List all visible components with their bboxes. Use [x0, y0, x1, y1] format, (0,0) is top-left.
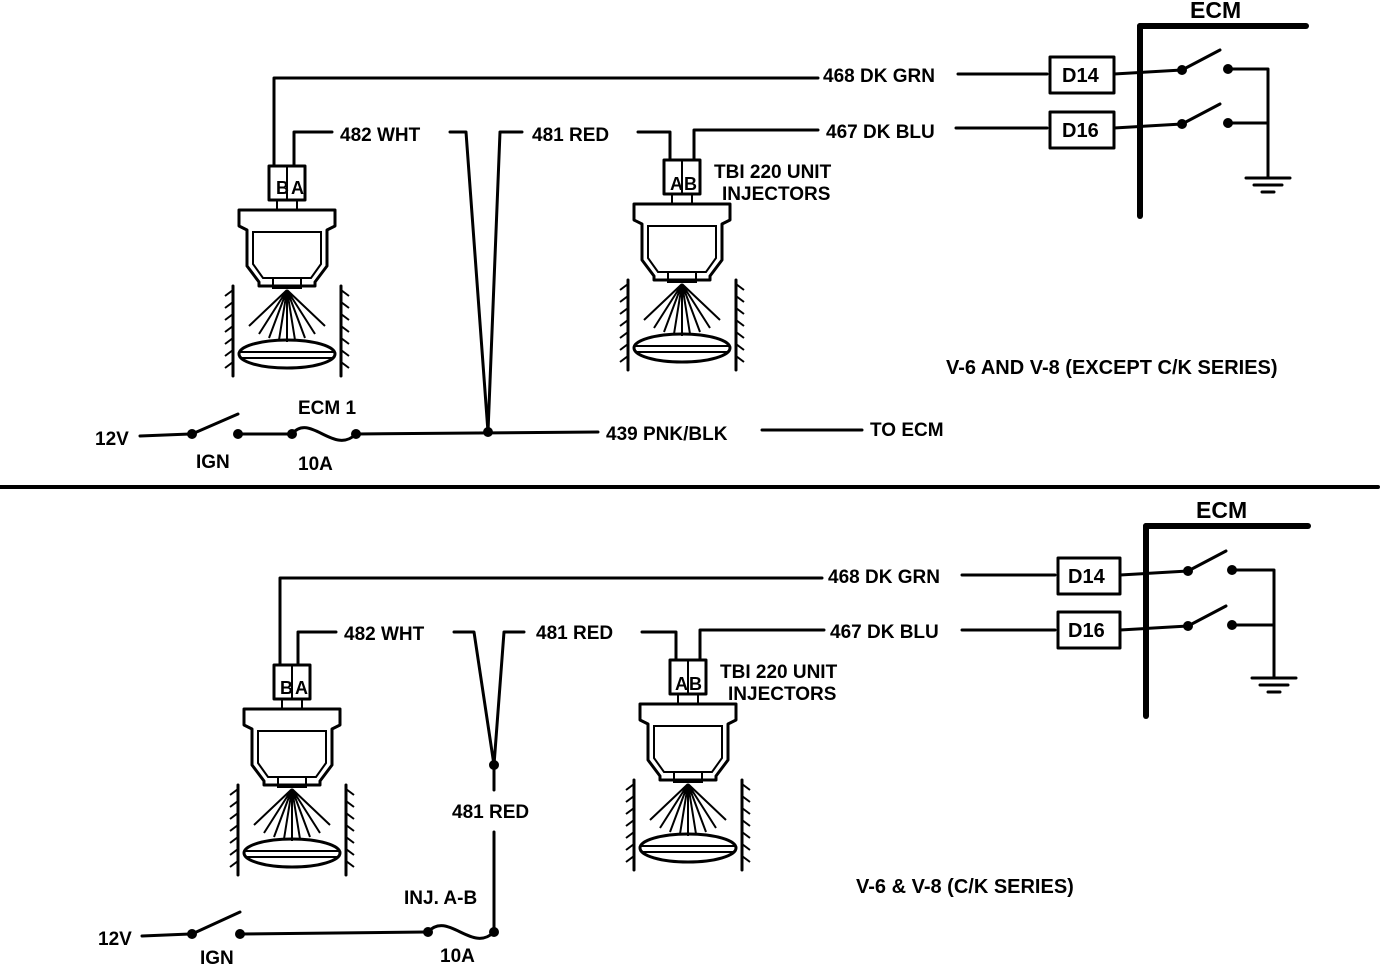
injector-label-line2: INJECTORS	[722, 184, 830, 205]
ecm-lower-title: ECM	[1196, 497, 1247, 523]
injector-3-pin-a: A	[295, 678, 308, 698]
injector-2-pin-b: B	[684, 174, 697, 194]
bottom-caption: V-6 & V-8 (C/K SERIES)	[856, 876, 1074, 898]
pin-d14-lower-label: D14	[1068, 566, 1106, 588]
ecm-switch-2-icon	[1180, 102, 1222, 126]
injector-lower-label-line1: TBI 220 UNIT	[720, 662, 838, 683]
wire-481	[486, 130, 524, 434]
top-caption: V-6 AND V-8 (EXCEPT C/K SERIES)	[946, 357, 1278, 379]
to-ecm-label: TO ECM	[870, 420, 944, 441]
wire-468-lower	[278, 576, 824, 667]
ecm-switch-1-icon	[1180, 48, 1222, 72]
bottom-diagram: B A A B 468 DK GRN 467 DK BLU 482 WHT 48…	[98, 497, 1311, 966]
wire-482-lower-label: 482 WHT	[344, 624, 425, 645]
ecm-lower-switch-2-icon	[1186, 604, 1228, 628]
ignition-switch-icon	[190, 412, 240, 436]
wire-467	[692, 128, 820, 162]
wire-481-feed-label: 481 RED	[452, 802, 529, 823]
wire-439-label: 439 PNK/BLK	[606, 424, 728, 445]
wire-467-label: 467 DK BLU	[826, 122, 935, 143]
wire-481-lower	[492, 630, 526, 767]
fuse-lower-rating: 10A	[440, 946, 475, 966]
wire-468	[272, 76, 820, 168]
injector-1-pin-a: A	[291, 178, 304, 198]
injector-4-pin-a: A	[675, 674, 688, 694]
ground-icon	[1244, 158, 1292, 194]
ground-lower-icon	[1250, 658, 1298, 694]
injector-4-pin-b: B	[689, 674, 702, 694]
top-diagram: B A A B 468 DK GRN 467 DK BLU 482 WHT 48…	[95, 0, 1309, 475]
wire-482-lower	[296, 630, 338, 667]
wire-468-lower-label: 468 DK GRN	[828, 567, 940, 588]
supply-lower-label: 12V	[98, 929, 132, 950]
fuse-lower-icon	[426, 924, 496, 940]
pin-d14-label: D14	[1062, 65, 1100, 87]
pin-d16-label: D16	[1062, 120, 1099, 142]
ecm-title: ECM	[1190, 0, 1241, 23]
supply-label: 12V	[95, 429, 129, 450]
fuse-icon	[290, 426, 358, 442]
ign-lower-label: IGN	[200, 948, 234, 966]
wire-481-label: 481 RED	[532, 125, 609, 146]
injector-2-pin-a: A	[670, 174, 683, 194]
injector-1-pin-b: B	[276, 178, 289, 198]
injector-lower-label-line2: INJECTORS	[728, 684, 836, 705]
wire-467-lower	[698, 628, 826, 662]
wire-467-lower-label: 467 DK BLU	[830, 622, 939, 643]
ignition-switch-lower-icon	[190, 910, 242, 936]
wire-481-lower-label: 481 RED	[536, 623, 613, 644]
fuse-lower-name: INJ. A-B	[404, 888, 477, 909]
pin-d16-lower-label: D16	[1068, 620, 1105, 642]
fuse-name: ECM 1	[298, 398, 357, 419]
wire-482-label: 482 WHT	[340, 125, 421, 146]
ecm-lower-switch-1-icon	[1186, 549, 1228, 573]
wire-482	[292, 130, 334, 168]
pin-d16-box	[1048, 110, 1116, 150]
fuse-rating: 10A	[298, 454, 333, 475]
injector-label-line1: TBI 220 UNIT	[714, 162, 832, 183]
injector-3-pin-b: B	[280, 678, 293, 698]
ign-label: IGN	[196, 452, 230, 473]
wire-468-label: 468 DK GRN	[823, 66, 935, 87]
